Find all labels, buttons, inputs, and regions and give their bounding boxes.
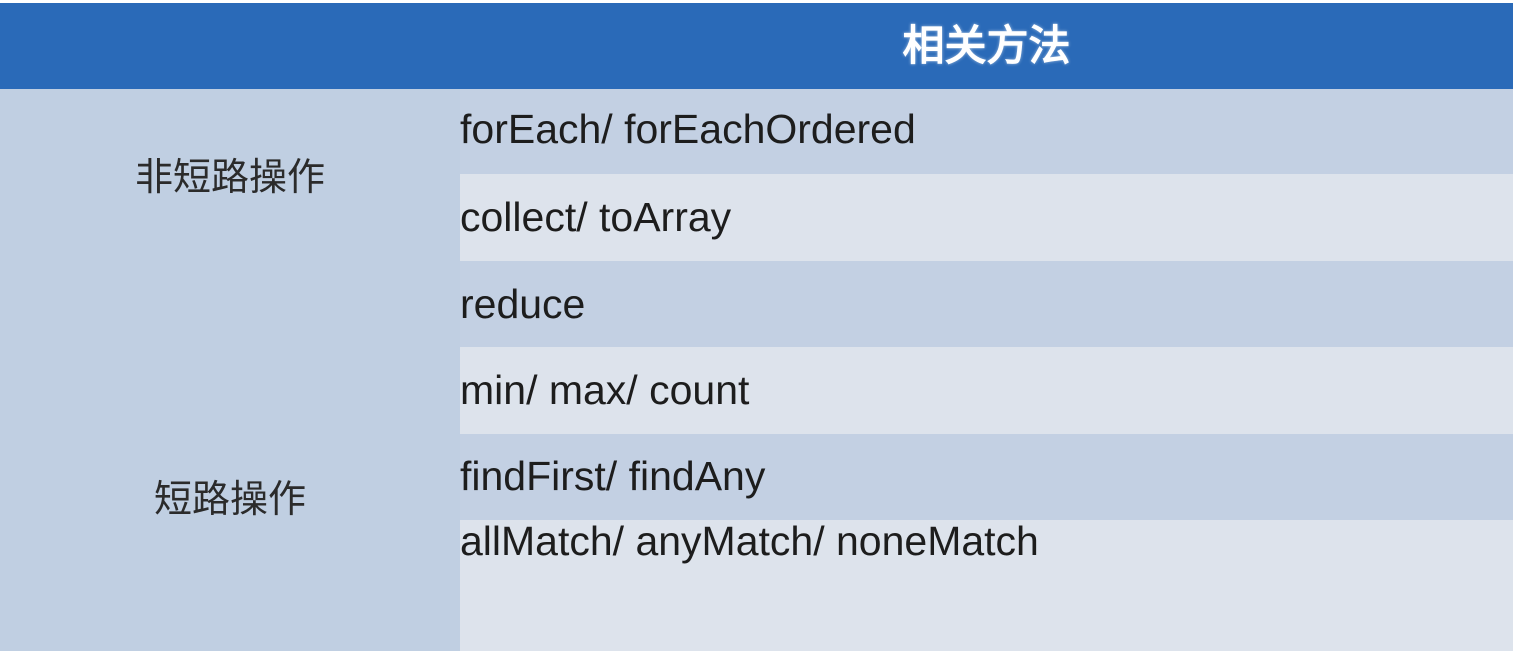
method-text: min/ max/ count bbox=[460, 367, 750, 414]
method-text: findFirst/ findAny bbox=[460, 453, 766, 500]
method-cell-collect: collect/ toArray bbox=[460, 174, 1513, 261]
method-text: collect/ toArray bbox=[460, 194, 732, 241]
method-text: reduce bbox=[460, 280, 586, 327]
category-label-short-circuit: 短路操作 bbox=[153, 478, 306, 521]
table-row: collect/ toArray bbox=[0, 174, 1513, 261]
table-header-row: 相关方法 bbox=[0, 3, 1513, 89]
category-cell-non-short-circuit: 非短路操作 bbox=[0, 89, 460, 434]
method-cell-foreach: forEach/ forEachOrdered bbox=[460, 89, 1513, 175]
table-row: 非短路操作 forEach/ forEachOrdered bbox=[0, 89, 1513, 434]
table-row: allMatch/ anyMatch/ noneMatch bbox=[0, 517, 1513, 651]
header-cell-methods: 相关方法 bbox=[460, 3, 1513, 89]
method-text: forEach/ forEachOrdered bbox=[460, 106, 916, 153]
header-cell-category bbox=[0, 3, 460, 89]
method-cell-findfirst: findFirst/ findAny bbox=[460, 434, 1513, 520]
table-row: 短路操作 findFirst/ findAny bbox=[0, 434, 1513, 651]
method-cell-reduce: reduce bbox=[460, 260, 1513, 348]
method-cell-allmatch: allMatch/ anyMatch/ noneMatch bbox=[460, 517, 1513, 651]
category-label-non-short-circuit: 非短路操作 bbox=[134, 156, 325, 199]
method-text: allMatch/ anyMatch/ noneMatch bbox=[460, 517, 1039, 564]
table-row: reduce bbox=[0, 260, 1513, 348]
method-cell-min-max-count: min/ max/ count bbox=[460, 347, 1513, 434]
stream-operations-table: 相关方法 非短路操作 forEach/ forEachOrdered colle… bbox=[0, 3, 1513, 651]
category-cell-short-circuit: 短路操作 bbox=[0, 434, 460, 651]
header-label-methods: 相关方法 bbox=[902, 22, 1071, 69]
table-row: min/ max/ count bbox=[0, 347, 1513, 434]
